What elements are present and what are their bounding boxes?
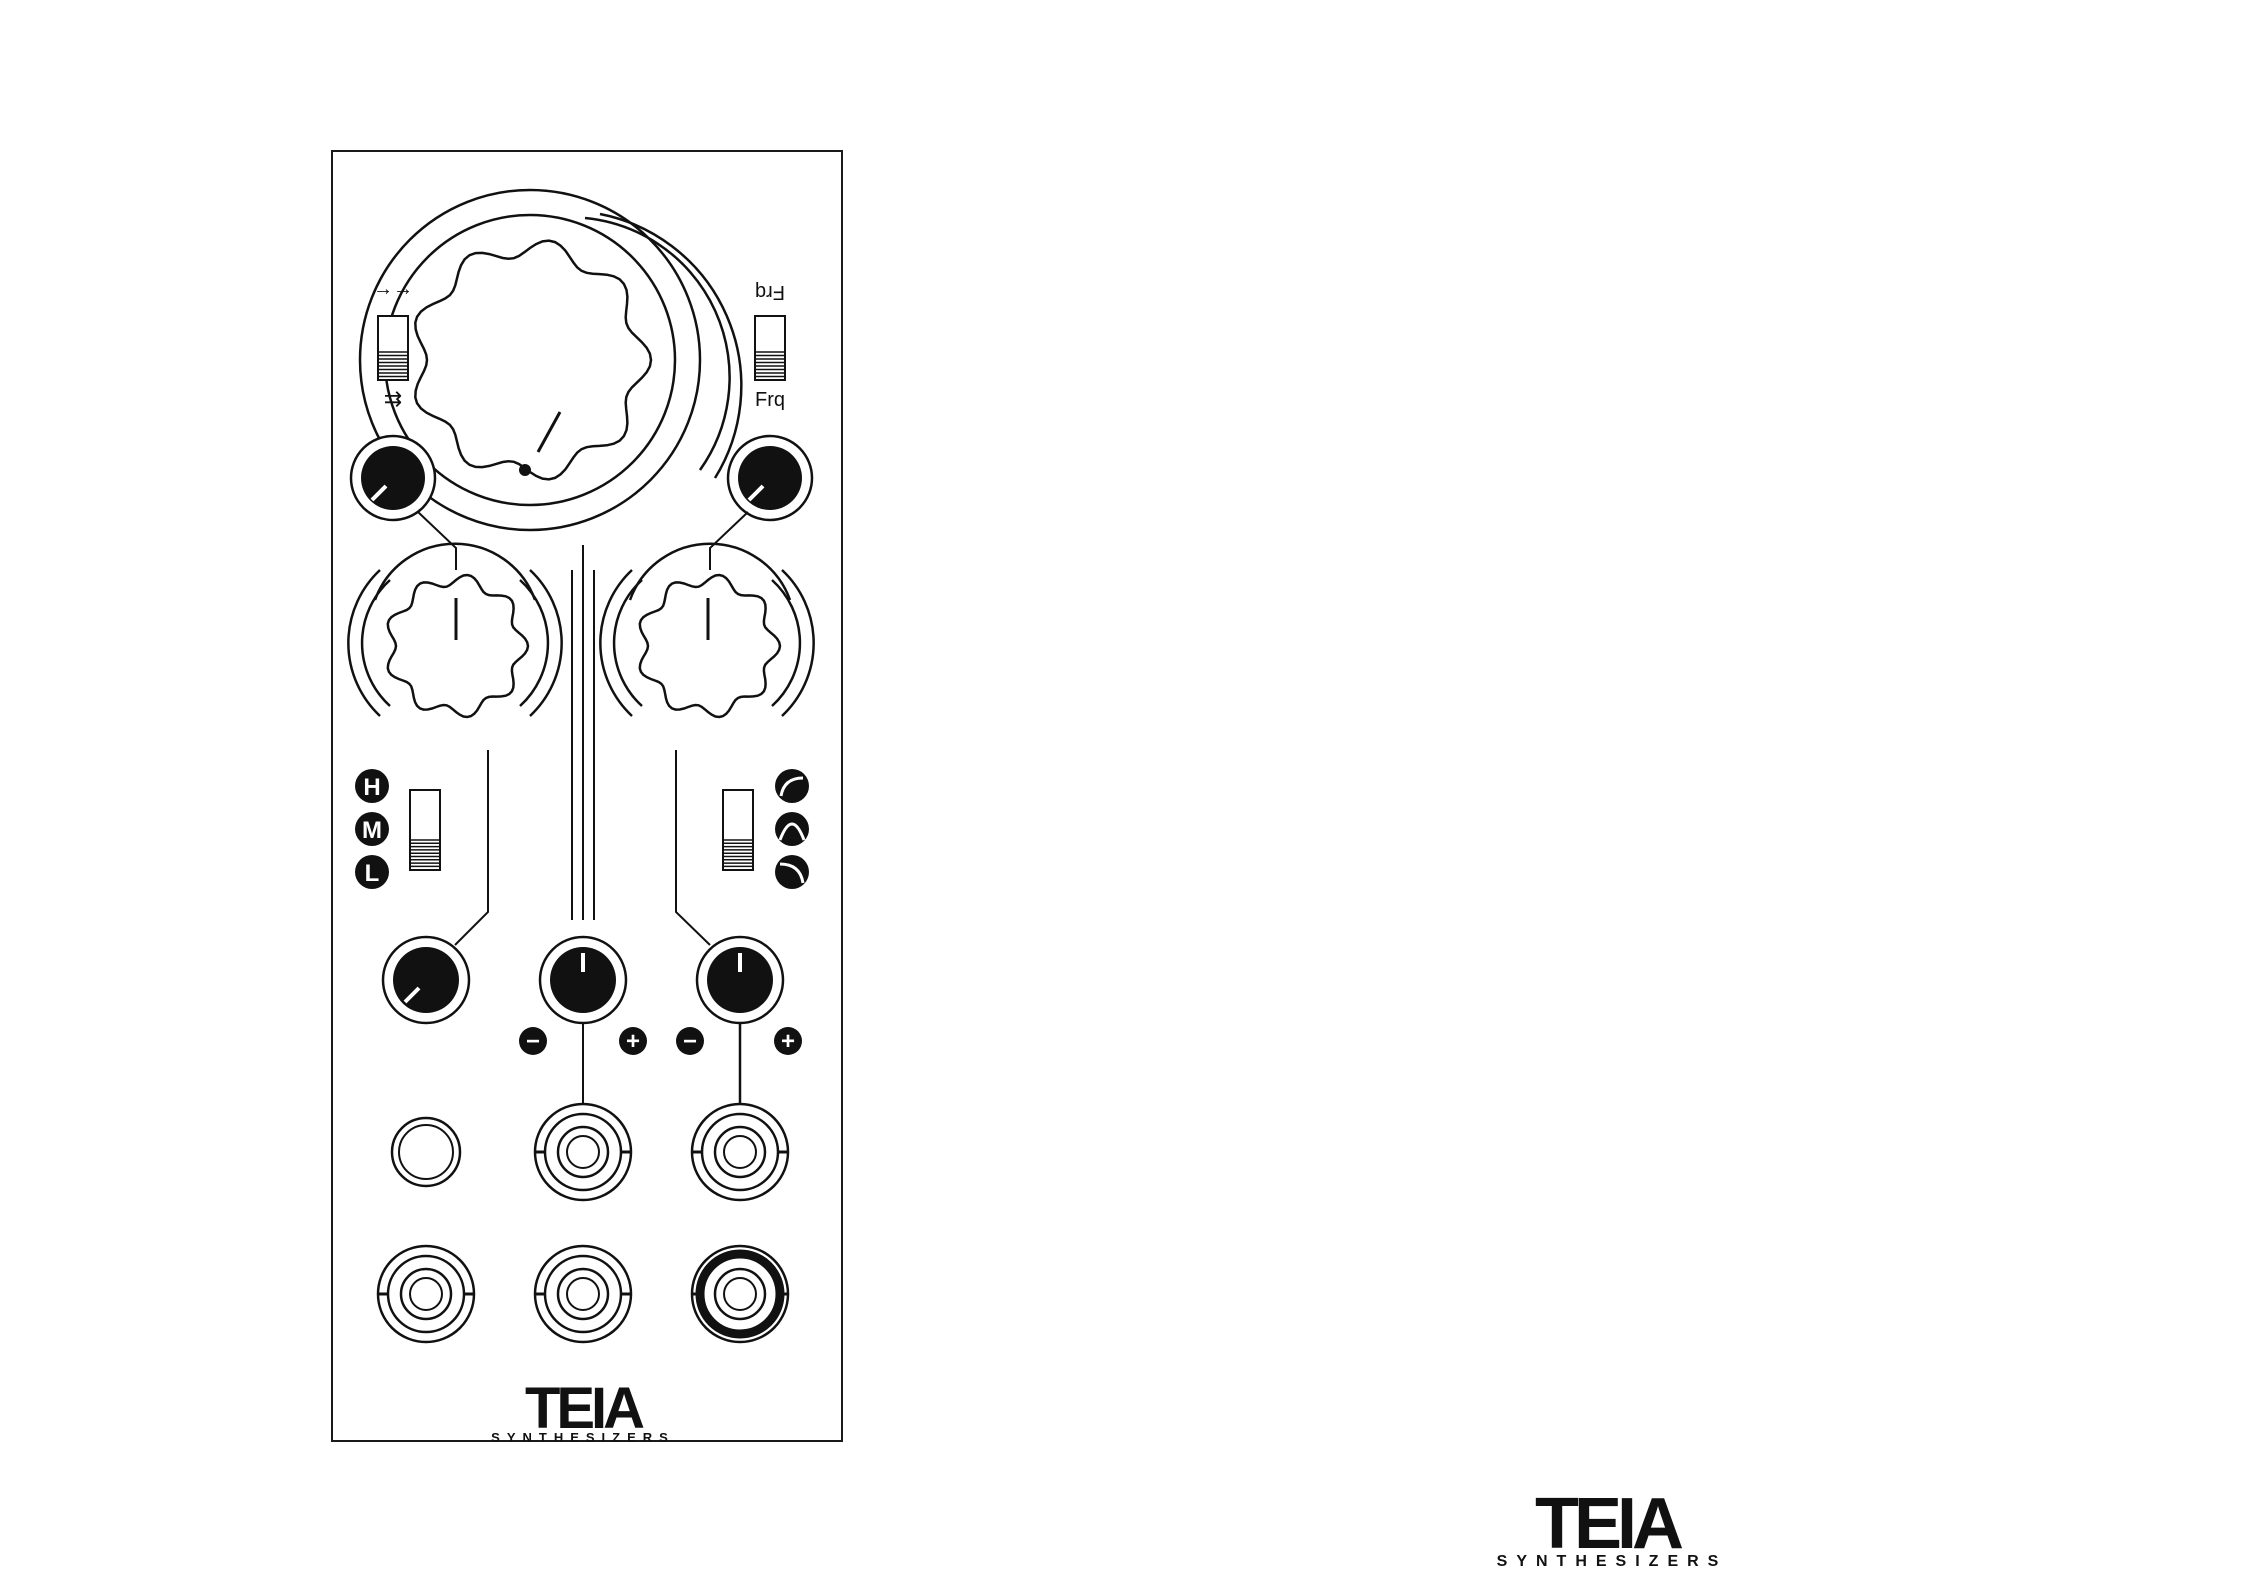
- knob-small-top-left[interactable]: [351, 436, 435, 520]
- plus-icon: +: [619, 1027, 647, 1055]
- direction-switch-top-label: →→: [373, 278, 413, 300]
- direction-switch[interactable]: [378, 316, 408, 380]
- frequency-mode-switch[interactable]: [755, 316, 785, 380]
- knob-lower-center[interactable]: [540, 937, 626, 1023]
- direction-switch-bottom-label: ⇉: [384, 386, 402, 411]
- corner-logo-name: TEIA: [1535, 1484, 1683, 1564]
- frequency-mode-bottom-label: Frq: [755, 389, 785, 411]
- panel-logo: TEIA SYNTHESIZERS: [491, 1376, 675, 1445]
- plus-center-text: +: [626, 1028, 640, 1055]
- corner-logo-tagline: SYNTHESIZERS: [1497, 1553, 1728, 1570]
- led-indicator: [392, 1118, 460, 1186]
- plus-icon: +: [774, 1027, 802, 1055]
- range-h-text: H: [363, 774, 380, 801]
- knob-lower-right[interactable]: [697, 937, 783, 1023]
- knob-small-top-right[interactable]: [728, 436, 812, 520]
- corner-logo: TEIA SYNTHESIZERS: [1497, 1484, 1728, 1570]
- minus-right-text: −: [683, 1028, 697, 1055]
- minus-icon: −: [676, 1027, 704, 1055]
- jack-output[interactable]: [692, 1246, 788, 1342]
- minus-icon: −: [519, 1027, 547, 1055]
- jack-input-left[interactable]: [378, 1246, 474, 1342]
- jack-cv-input-right[interactable]: [692, 1104, 788, 1200]
- plus-right-text: +: [781, 1028, 795, 1055]
- range-m-text: M: [362, 817, 382, 844]
- filter-mode-switch[interactable]: [723, 790, 753, 870]
- jack-input-center[interactable]: [535, 1246, 631, 1342]
- range-label-high: H: [355, 769, 389, 803]
- lowpass-curve-icon: [775, 855, 809, 889]
- bandpass-curve-icon: [775, 812, 809, 846]
- frequency-mode-top-label: Frq: [755, 281, 785, 303]
- minus-center-text: −: [526, 1028, 540, 1055]
- jack-cv-input-center[interactable]: [535, 1104, 631, 1200]
- range-label-low: L: [355, 855, 389, 889]
- highpass-curve-icon: [775, 769, 809, 803]
- range-label-medium: M: [355, 812, 389, 846]
- knob-medium-right[interactable]: [600, 544, 813, 717]
- range-l-text: L: [365, 860, 380, 887]
- range-switch[interactable]: [410, 790, 440, 870]
- panel-logo-tagline: SYNTHESIZERS: [491, 1430, 675, 1445]
- knob-lower-left[interactable]: [383, 937, 469, 1023]
- indicator-dot-icon: [519, 464, 531, 476]
